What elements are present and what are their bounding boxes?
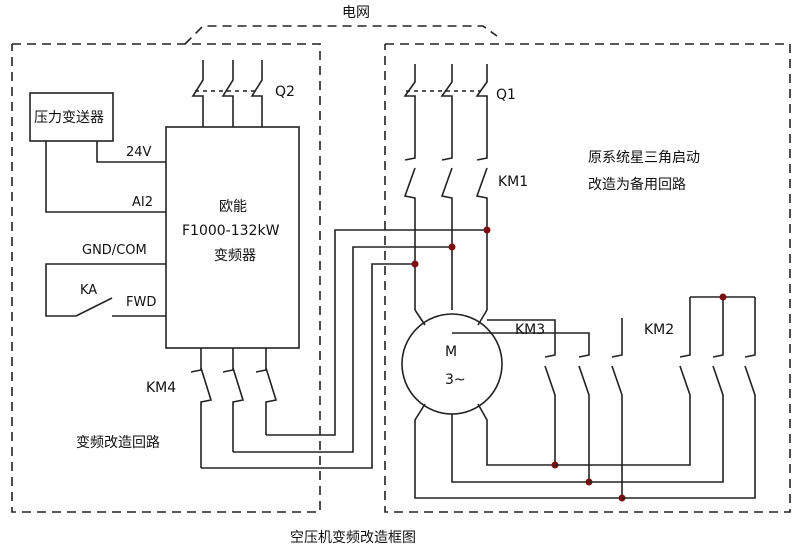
km3-contactor [544, 318, 623, 498]
junction-1 [483, 226, 491, 234]
km2-label: KM2 [644, 322, 674, 338]
inverter-model: F1000-132kW [182, 223, 280, 239]
terminal-ai2: AI2 [132, 195, 153, 210]
grid-label: 电网 [342, 5, 370, 21]
km2-contactor [555, 296, 756, 499]
q2-label: Q2 [275, 84, 295, 100]
pressure-transmitter-box [29, 92, 114, 142]
junction-2 [448, 243, 456, 251]
motor-out-1 [414, 403, 622, 499]
inverter-brand: 欧能 [219, 199, 247, 215]
link-km4-phase2 [233, 246, 452, 453]
motor-phase: 3~ [445, 372, 466, 388]
original-region-border [384, 43, 791, 513]
inverter-type: 变频器 [214, 248, 256, 264]
terminal-24v: 24V [126, 145, 152, 160]
wire-ai2 [45, 141, 166, 213]
pressure-transmitter-label: 压力变送器 [34, 110, 104, 126]
wire-24v [96, 141, 166, 163]
motor-circle [401, 313, 503, 415]
ka-contact [75, 297, 113, 317]
junction-3 [411, 260, 419, 268]
q2-breaker [191, 60, 263, 127]
q1-breaker [403, 64, 488, 140]
km4-contactor [190, 348, 278, 468]
vfd-region-border [11, 43, 321, 513]
grid-bracket [184, 25, 498, 45]
link-km4-phase1 [201, 263, 415, 469]
q1-label: Q1 [496, 87, 516, 103]
terminal-fwd: FWD [126, 295, 156, 310]
km3-label: KM3 [515, 322, 545, 338]
branch-phase2 [452, 332, 590, 340]
caption: 空压机变频改造框图 [290, 530, 416, 546]
ka-label: KA [80, 283, 97, 298]
motor-out-2 [451, 414, 589, 483]
terminal-gnd-com: GND/COM [82, 243, 147, 258]
km1-contactor [403, 140, 488, 310]
wire-gnd [45, 263, 166, 317]
vfd-loop-label: 变频改造回路 [76, 435, 160, 451]
motor-label: M [445, 344, 457, 360]
note-line1: 原系统星三角启动 [588, 150, 700, 166]
motor-out-3 [477, 403, 555, 466]
km1-label: KM1 [498, 174, 528, 190]
km4-label: KM4 [146, 380, 176, 396]
note-line2: 改造为备用回路 [588, 176, 686, 193]
junction-star [719, 293, 727, 301]
link-km4-phase3 [266, 229, 487, 436]
